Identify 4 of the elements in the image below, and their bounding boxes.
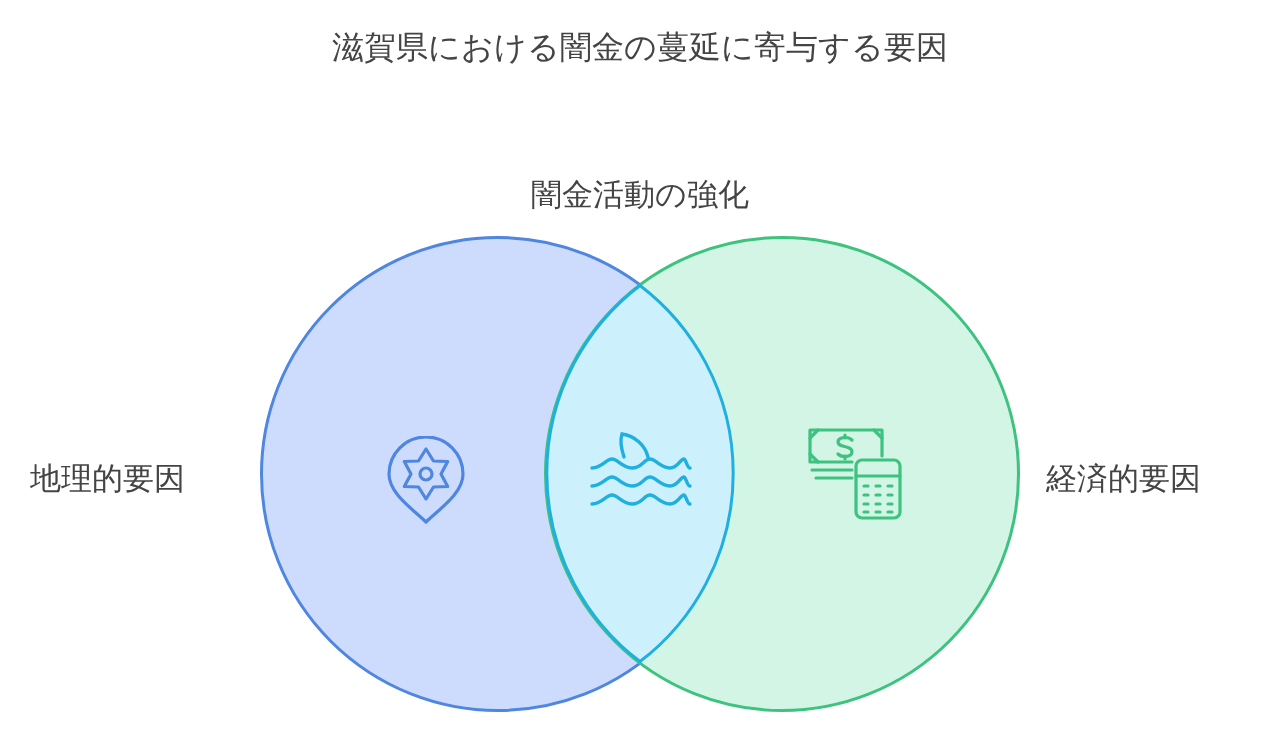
set-label: 闇金活動の強化 xyxy=(530,175,750,214)
set-label: 経済的要因 xyxy=(1046,459,1201,498)
title: 滋賀県における闇金の蔓延に寄与する要因 xyxy=(331,27,949,67)
set-label: 地理的要因 xyxy=(30,459,185,498)
